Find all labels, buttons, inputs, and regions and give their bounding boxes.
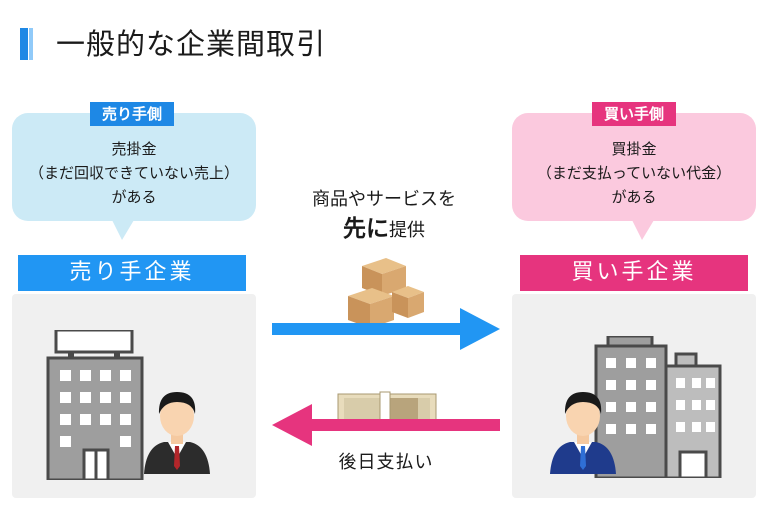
payment-label: 後日支払い (338, 452, 434, 473)
goods-emphasis: 先に (343, 216, 389, 242)
page-title: 一般的な企業間取引 (56, 27, 327, 61)
seller-side-tag: 売り手側 (90, 102, 174, 126)
title-accent-bar-light (29, 28, 33, 60)
buyer-bubble-text: 買掛金 （まだ支払っていない代金） がある (512, 137, 756, 209)
businessman-icon (550, 392, 616, 474)
title-accent-bar (20, 28, 28, 60)
seller-bubble-text: 売掛金 （まだ回収できていない売上） がある (12, 137, 256, 209)
buyer-bubble-line3: がある (611, 188, 657, 206)
goods-label-rest: 提供 (389, 220, 425, 241)
cardboard-boxes-icon (348, 258, 424, 328)
seller-company-banner: 売り手企業 (18, 255, 246, 291)
seller-bubble-line3: がある (111, 188, 157, 206)
buyer-side-tag: 買い手側 (592, 102, 676, 126)
seller-bubble-tail (112, 220, 134, 240)
buyer-bubble-tail (632, 220, 654, 240)
businessman-icon (144, 392, 210, 474)
buyer-bubble-line2: （まだ支払っていない代金） (536, 164, 732, 182)
seller-speech-bubble (12, 113, 256, 221)
seller-bubble-line2: （まだ回収できていない売上） (28, 164, 239, 182)
seller-bubble-line1: 売掛金 (111, 140, 157, 158)
goods-label-line1: 商品やサービスを (312, 189, 456, 210)
arrow-left-icon (272, 404, 500, 446)
buyer-company-banner: 買い手企業 (520, 255, 748, 291)
buyer-bubble-line1: 買掛金 (611, 140, 657, 158)
buyer-speech-bubble (512, 113, 756, 221)
goods-label-line2: 先に提供 (266, 214, 502, 246)
arrow-right-icon (272, 308, 500, 350)
office-building-icon (46, 330, 144, 480)
